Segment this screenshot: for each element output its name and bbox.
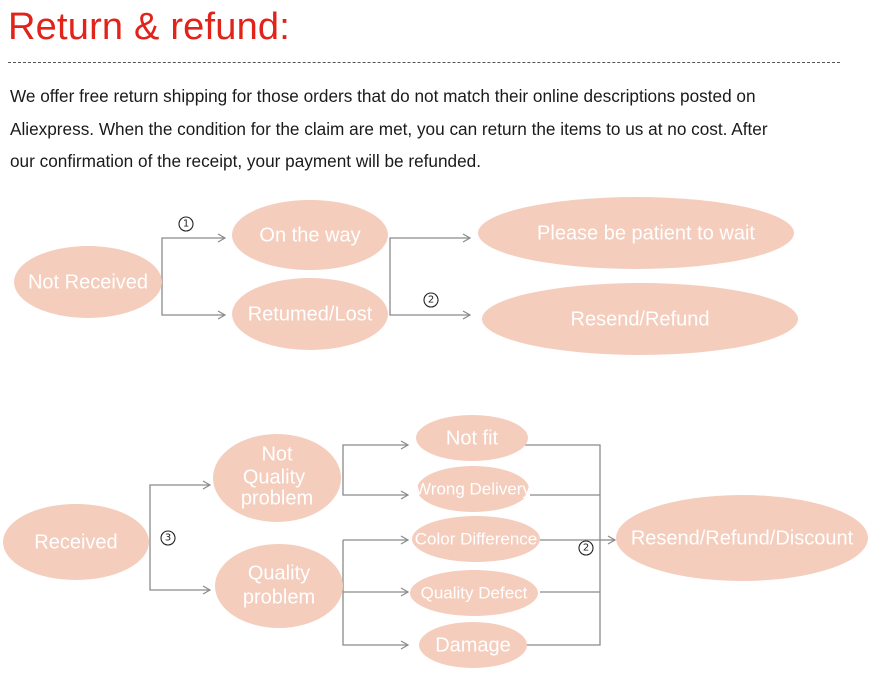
node-resend-refund-discount: Resend/Refund/Discount xyxy=(616,495,868,581)
step-marker-2: 2 xyxy=(423,292,439,308)
node-wrong-delivery: Wrong Delivery xyxy=(415,466,531,512)
node-not-received: Not Received xyxy=(14,246,162,318)
svg-text:On the way: On the way xyxy=(259,224,360,246)
svg-text:Resend/Refund: Resend/Refund xyxy=(571,308,710,330)
connectors-received xyxy=(149,440,617,650)
svg-text:3: 3 xyxy=(165,533,171,544)
node-quality-defect: Quality Defect xyxy=(410,570,538,616)
page-title: Return & refund: xyxy=(8,6,291,48)
svg-text:Please be patient to wait: Please be patient to wait xyxy=(537,222,755,244)
step-marker-2-bottom: 2 xyxy=(578,540,594,556)
svg-text:problem: problem xyxy=(243,586,315,608)
svg-text:Not: Not xyxy=(261,443,293,465)
svg-text:Received: Received xyxy=(34,531,117,553)
svg-text:problem: problem xyxy=(241,487,313,509)
node-not-quality-problem: Not Quality problem xyxy=(213,434,341,522)
node-resend-refund: Resend/Refund xyxy=(482,283,798,355)
svg-text:Quality: Quality xyxy=(248,562,310,584)
svg-text:Damage: Damage xyxy=(435,634,511,656)
svg-text:1: 1 xyxy=(183,219,189,230)
step-marker-1: 1 xyxy=(178,216,194,232)
svg-text:Resend/Refund/Discount: Resend/Refund/Discount xyxy=(631,527,854,549)
node-quality-problem: Quality problem xyxy=(215,544,343,628)
node-on-the-way: On the way xyxy=(232,200,388,270)
node-returned-lost: Retumed/Lost xyxy=(232,278,388,350)
svg-text:Quality: Quality xyxy=(243,466,305,488)
svg-text:Quality Defect: Quality Defect xyxy=(421,583,528,602)
node-received: Received xyxy=(3,504,149,580)
svg-text:Not Received: Not Received xyxy=(28,271,148,293)
svg-text:2: 2 xyxy=(583,543,589,554)
intro-paragraph: We offer free return shipping for those … xyxy=(10,86,768,171)
svg-text:2: 2 xyxy=(428,295,434,306)
dashed-divider xyxy=(8,62,840,63)
node-color-difference: Color Difference xyxy=(412,516,540,562)
svg-text:Retumed/Lost: Retumed/Lost xyxy=(248,303,373,325)
node-not-fit: Not fit xyxy=(416,415,528,461)
connectors-not-received xyxy=(161,233,472,320)
node-please-be-patient: Please be patient to wait xyxy=(478,197,794,269)
svg-text:Not fit: Not fit xyxy=(446,427,499,449)
step-marker-3: 3 xyxy=(160,530,176,546)
node-damage: Damage xyxy=(419,622,527,668)
svg-text:Wrong Delivery: Wrong Delivery xyxy=(415,479,531,498)
svg-text:Color Difference: Color Difference xyxy=(415,529,538,548)
